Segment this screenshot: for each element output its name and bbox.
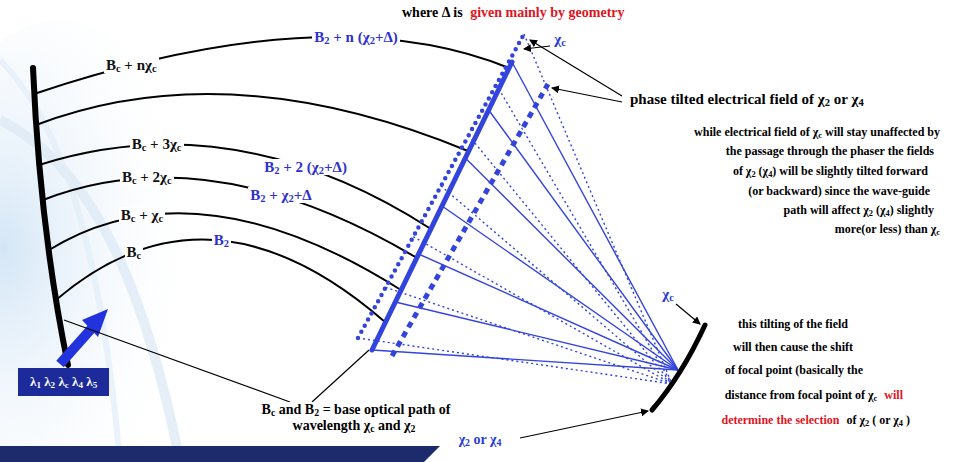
- annotation-text: Bc + nχc: [104, 57, 159, 73]
- annotation-text: this tilting of the field: [736, 317, 850, 331]
- text-row: (or backward) since the wave-guide: [746, 185, 932, 199]
- wavelength-input-box: λ1 λ2 λc λ4 λ5: [18, 368, 109, 396]
- annotation-text: (or backward) since the wave-guide: [746, 184, 932, 198]
- annotation-text: B2 + 2 (χ2+Δ): [262, 159, 349, 175]
- text-row: more(or less) than χc: [833, 223, 942, 237]
- annotation-text: of χ2 ( or χ4 ): [844, 413, 912, 427]
- waveguide-arc: [56, 240, 385, 322]
- background-streak: [0, 120, 180, 462]
- focus-ray-shifted: [496, 85, 672, 384]
- annotation-text: of focal point (basically the: [723, 363, 865, 377]
- leader-line: [312, 350, 369, 402]
- text-row: of χ2 (χ4) will be slightly tilted forwa…: [731, 165, 930, 179]
- annotation-text: χc: [552, 31, 568, 47]
- text-row: χ2 or χ4: [457, 432, 504, 448]
- text-row: determine the selectionof χ2 ( or χ4 ): [719, 414, 912, 428]
- annotation-text: distance from focal point of χc: [723, 388, 880, 402]
- background-glow: [0, 20, 200, 462]
- text-row: Bc + nχc: [104, 57, 159, 74]
- leader-line: [552, 88, 622, 102]
- tilted-field-dotted: [358, 34, 524, 338]
- waveguide-arc: [36, 94, 468, 151]
- text-row: χc: [552, 31, 568, 48]
- annotation-text: more(or less) than χc: [833, 222, 942, 236]
- text-row: distance from focal point of χcwill: [723, 389, 905, 403]
- annotation-text: χc: [660, 286, 676, 302]
- focus-ray: [419, 254, 678, 370]
- text-row: will then cause the shift: [731, 341, 855, 355]
- text-row: B2 + 2 (χ2+Δ): [262, 159, 349, 176]
- text-row: Bc + 3χc: [130, 136, 184, 153]
- tilted-field-dashed: [392, 84, 548, 356]
- input-star-coupler: [33, 68, 68, 365]
- focus-ray: [489, 110, 678, 370]
- wavelength-list: λ1 λ2 λc λ4 λ5: [30, 374, 97, 389]
- annotation-text: B2 + n (χ2+Δ): [312, 29, 400, 45]
- text-row: phase tilted electrical field of χ2 or χ…: [628, 91, 866, 108]
- background-streak: [0, 60, 120, 462]
- annotation-text: while electrical field of χc will stay u…: [692, 125, 942, 139]
- text-row: Bc + 2χc: [120, 169, 174, 186]
- focus-ray: [465, 158, 678, 370]
- text-row: of focal point (basically the: [723, 364, 865, 378]
- focus-ray-shifted: [441, 186, 672, 384]
- annotation-text: phase tilted electrical field of χ2 or χ…: [628, 91, 866, 107]
- leader-line: [520, 411, 648, 438]
- focus-ray: [372, 350, 678, 370]
- leader-line: [676, 304, 700, 324]
- waveguide-arc: [49, 213, 401, 290]
- text-row: B2 + χ2+Δ: [248, 187, 313, 204]
- text-row: this tilting of the field: [736, 318, 850, 332]
- annotation-text: of χ2 (χ4) will be slightly tilted forwa…: [731, 164, 930, 178]
- text-row: B2: [212, 232, 231, 249]
- annotation-text: χ2 or χ4: [457, 432, 504, 447]
- annotation-text: given mainly by geometry: [468, 5, 626, 20]
- input-arrow: [60, 328, 92, 364]
- footer-band: [0, 446, 440, 462]
- annotation-text: where Δ is: [400, 5, 465, 20]
- annotation-text: Bc and B2 = base optical path of wavelen…: [260, 402, 451, 433]
- leader-line: [530, 40, 622, 96]
- text-row: the passage through the phaser the field…: [724, 145, 936, 159]
- focus-ray-shifted: [413, 237, 672, 384]
- annotation-text: Bc + 3χc: [130, 136, 184, 152]
- input-arrow-head: [82, 309, 108, 337]
- annotation-text: B2: [212, 232, 231, 248]
- text-row: Bc: [125, 244, 144, 261]
- annotation-text: Bc + χc: [119, 207, 165, 223]
- waveguide-arc: [39, 145, 431, 229]
- annotation-text: will: [882, 388, 905, 402]
- text-row: Bc and B2 = base optical path of wavelen…: [230, 402, 480, 434]
- leader-line: [524, 46, 550, 49]
- annotation-text: path will affect χ2 (χ4) slightly: [782, 203, 936, 217]
- annotation-text: determine the selection: [719, 413, 841, 427]
- output-star-coupler: [652, 325, 705, 410]
- annotation-text: will then cause the shift: [731, 340, 855, 354]
- text-row: χc: [660, 286, 676, 303]
- text-row: where Δ isgiven mainly by geometry: [400, 5, 627, 21]
- annotation-text: Bc + 2χc: [120, 169, 174, 185]
- field-front-solid: [372, 62, 512, 350]
- annotation-text: the passage through the phaser the field…: [724, 144, 936, 158]
- text-row: B2 + n (χ2+Δ): [312, 29, 400, 46]
- annotation-text: Bc: [125, 244, 144, 260]
- waveguide-arc: [34, 37, 509, 94]
- text-row: while electrical field of χc will stay u…: [692, 126, 942, 140]
- annotation-text: B2 + χ2+Δ: [248, 187, 313, 203]
- text-row: Bc + χc: [119, 207, 165, 224]
- text-row: path will affect χ2 (χ4) slightly: [782, 204, 936, 218]
- focus-ray-shifted: [358, 338, 672, 384]
